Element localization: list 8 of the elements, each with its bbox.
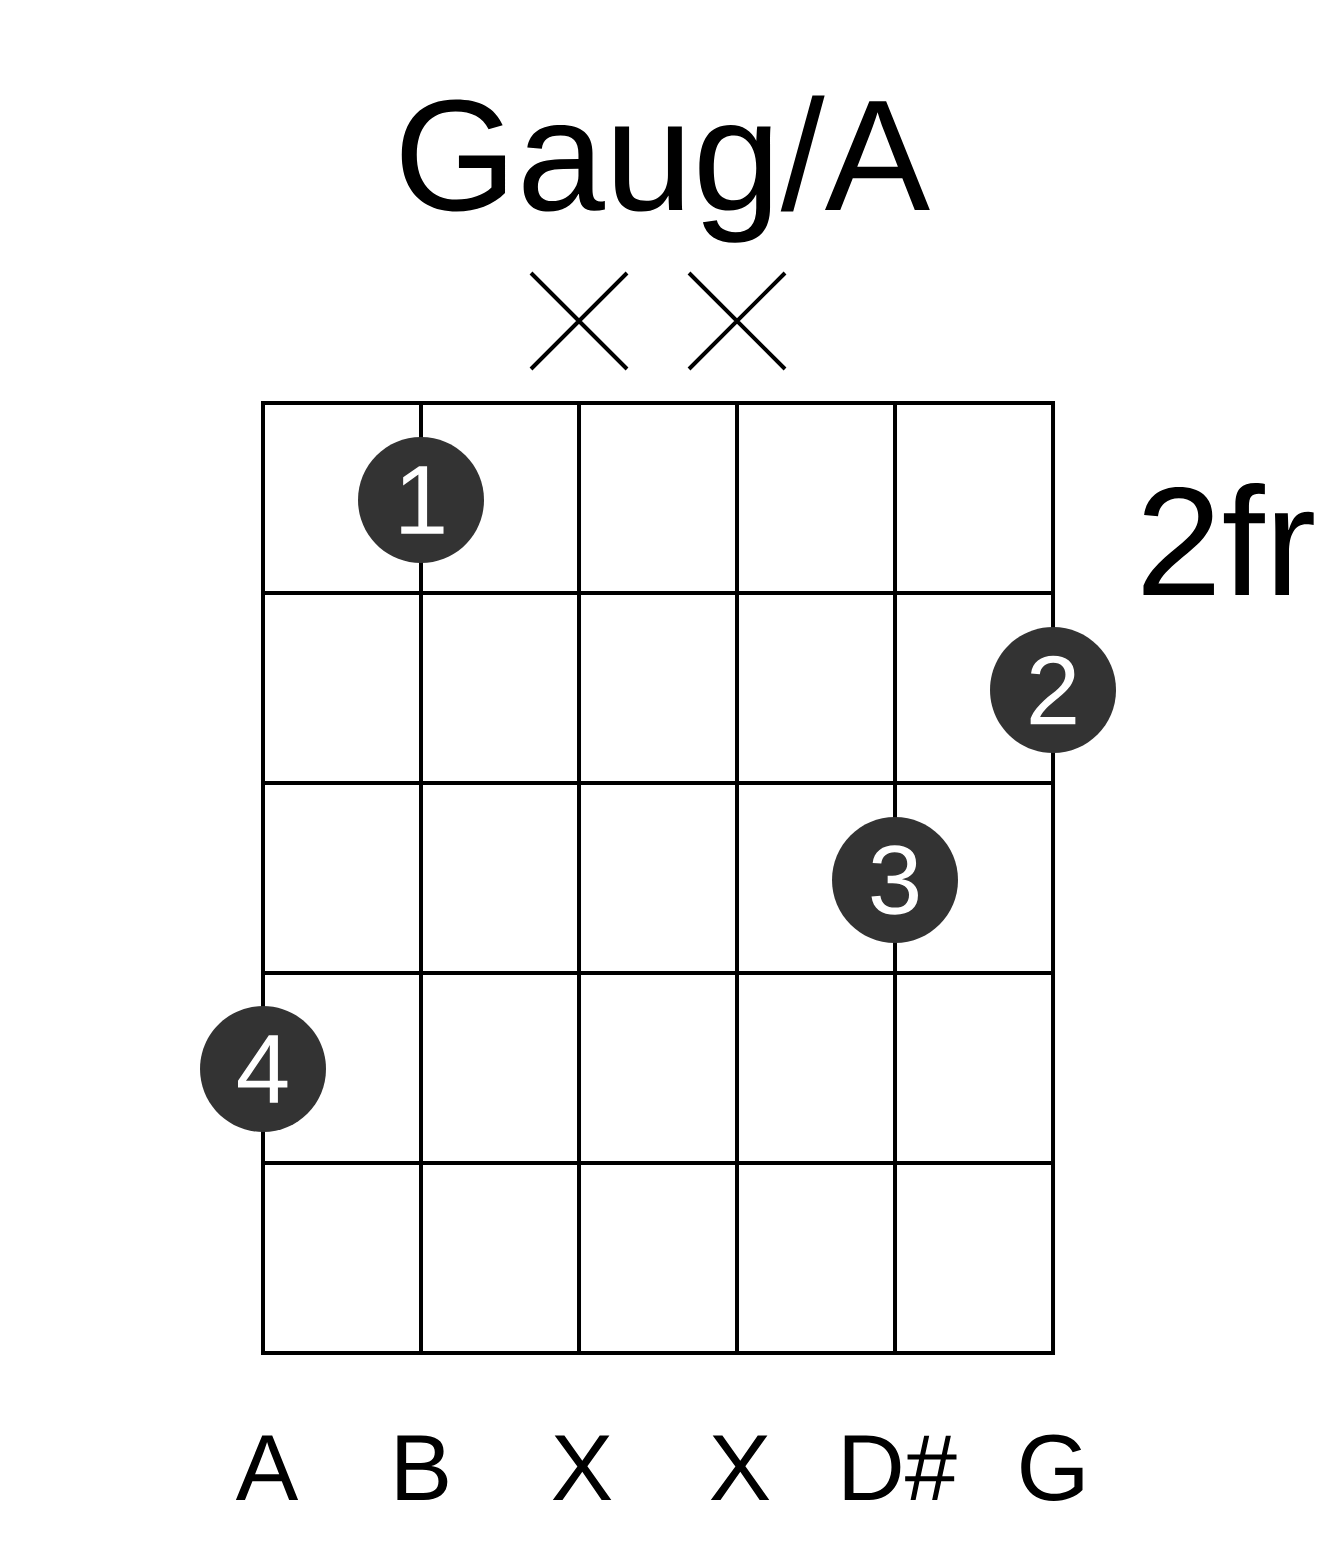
string-label: D# [844, 1435, 957, 1500]
string-label: A [235, 1435, 299, 1500]
chord-title: Gaug/A [401, 95, 930, 243]
string-label: B [397, 1435, 448, 1500]
fret-label: 2fr [1143, 483, 1314, 595]
string-label: X [710, 1435, 770, 1500]
string-label: X [552, 1435, 612, 1500]
string-label: G [1021, 1434, 1083, 1501]
